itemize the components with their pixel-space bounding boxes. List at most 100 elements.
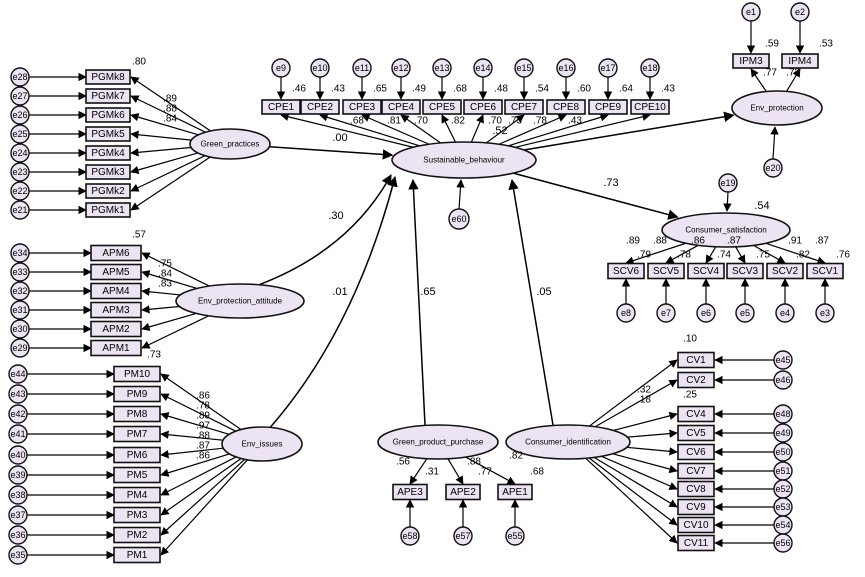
- loading-ipm4: .73: [786, 68, 800, 79]
- error-e40-label: e40: [10, 450, 25, 460]
- error-e25-label: e25: [12, 129, 27, 139]
- r2-scv5: .78: [677, 250, 691, 261]
- loading-cv1: .32: [637, 385, 651, 396]
- error-e9-label: e9: [276, 63, 286, 73]
- loading-pgmk-0: .89: [163, 94, 177, 105]
- edge-gp-pgmk4: [130, 146, 192, 157]
- r2-cpe1: .46: [292, 84, 306, 95]
- loading-cpe-7: .43: [568, 116, 582, 127]
- edge-dist-sb: [456, 179, 465, 210]
- indicator-cv5: [677, 424, 715, 442]
- error-e54-label: e54: [775, 520, 790, 530]
- error-e46-label: e46: [775, 375, 790, 385]
- edge-ci-cv7: [612, 453, 678, 474]
- edge-cs-scv6: [625, 242, 687, 265]
- loading-scv-5: .87: [815, 236, 829, 247]
- indicator-ipm3: [732, 53, 770, 69]
- path-gpp-sb: [408, 178, 426, 426]
- error-e53-label: e53: [775, 502, 790, 512]
- error-e55: [505, 526, 525, 546]
- error-e4: [775, 303, 795, 323]
- error-e38-label: e38: [10, 490, 25, 500]
- error-e26: [10, 105, 30, 125]
- indicator-cpe2: [300, 99, 340, 115]
- edge-epa-apm3: [141, 305, 180, 314]
- indicator-cpe2-label: CPE2: [307, 102, 334, 113]
- latent-consumer-identification-label: Consumer_identification: [525, 438, 611, 447]
- indicator-scv2-label: SCV2: [772, 266, 799, 277]
- r2-pm10: .73: [147, 350, 161, 361]
- indicator-cpe3-label: CPE3: [349, 102, 376, 113]
- indicator-ipm4-label: IPM4: [788, 56, 812, 67]
- indicator-cv10: [677, 516, 715, 534]
- indicator-pm10: [113, 365, 161, 383]
- indicator-cv11: [677, 534, 715, 552]
- indicator-pgmk8: [85, 69, 131, 85]
- loading-pgmk-2: .84: [163, 114, 177, 125]
- edge-sb-cpe1: [280, 112, 414, 148]
- indicator-cpe5: [422, 99, 462, 115]
- latent-env-protection-label: Env_protection: [750, 104, 803, 113]
- loading-cpe-3: .82: [451, 116, 465, 127]
- indicator-pgmk8-label: PGMk8: [91, 72, 125, 83]
- error-e44: [8, 364, 28, 384]
- error-e22: [10, 181, 30, 201]
- indicator-pm10-label: PM10: [124, 369, 151, 380]
- indicator-ape2-label: APE2: [450, 487, 476, 498]
- indicator-pgmk6: [85, 107, 131, 123]
- error-e2-label: e2: [795, 7, 805, 17]
- error-e51-label: e51: [775, 466, 790, 476]
- indicator-cpe1-label: CPE1: [268, 102, 295, 113]
- edge-dist-ep: [770, 126, 779, 160]
- coef-gp-sb: .00: [332, 132, 347, 144]
- error-e36-label: e36: [10, 530, 25, 540]
- indicator-cv10-label: CV10: [683, 520, 708, 531]
- edge-ei-pm2: [160, 458, 246, 536]
- r2-cpe3: .65: [373, 84, 387, 95]
- indicator-pm4: [113, 486, 161, 504]
- error-e3-label: e3: [820, 308, 830, 318]
- indicator-scv4: [687, 262, 725, 280]
- error-e39: [8, 465, 28, 485]
- error-e15: [514, 58, 534, 78]
- indicator-ipm3-label: IPM3: [739, 56, 763, 67]
- indicator-pm9: [113, 385, 161, 403]
- r2-ape3: .31: [425, 467, 439, 478]
- indicator-scv2: [766, 262, 804, 280]
- latent-green-practices: [189, 128, 271, 160]
- error-e24-label: e24: [12, 148, 27, 158]
- indicator-pgmk1: [85, 202, 131, 218]
- edge-ci-cv6: [626, 446, 678, 456]
- error-e1-label: e1: [746, 7, 756, 17]
- indicator-pgmk7-label: PGMk7: [91, 91, 125, 102]
- loading-pm-3: .97: [196, 421, 210, 432]
- error-e16: [556, 58, 576, 78]
- indicator-cpe9: [588, 99, 628, 115]
- indicator-ape3: [392, 483, 428, 501]
- error-e42: [8, 404, 28, 424]
- indicator-cpe5-label: CPE5: [429, 102, 456, 113]
- latent-env-protection-attitude: [175, 283, 305, 319]
- latent-env-protection: [731, 90, 823, 126]
- indicator-pgmk1-label: PGMk1: [91, 205, 125, 216]
- loading-pm-4: .88: [196, 431, 210, 442]
- error-e31-label: e31: [12, 305, 27, 315]
- error-e16-label: e16: [558, 63, 573, 73]
- edge-epa-apm5: [141, 270, 198, 289]
- edge-ei-pm8: [160, 412, 230, 435]
- error-e46: [773, 370, 793, 390]
- latent-green-product-purchase-label: Green_product_purchase: [393, 438, 484, 447]
- error-e13-label: e13: [434, 63, 449, 73]
- indicator-cv9-label: CV9: [686, 502, 706, 513]
- error-e32: [10, 281, 30, 301]
- indicator-cv1: [677, 351, 715, 369]
- error-e49: [773, 423, 793, 443]
- coef-ei-sb: .01: [332, 286, 347, 298]
- indicator-cpe10-label: CPE10: [634, 102, 666, 113]
- path-ci-sb: [508, 178, 554, 426]
- path-ei-sb: [269, 175, 398, 428]
- indicator-cv7: [677, 462, 715, 480]
- edge-gp-pgmk7: [130, 95, 206, 133]
- indicator-cpe1: [261, 99, 301, 115]
- loading-ape1: .82: [509, 451, 523, 462]
